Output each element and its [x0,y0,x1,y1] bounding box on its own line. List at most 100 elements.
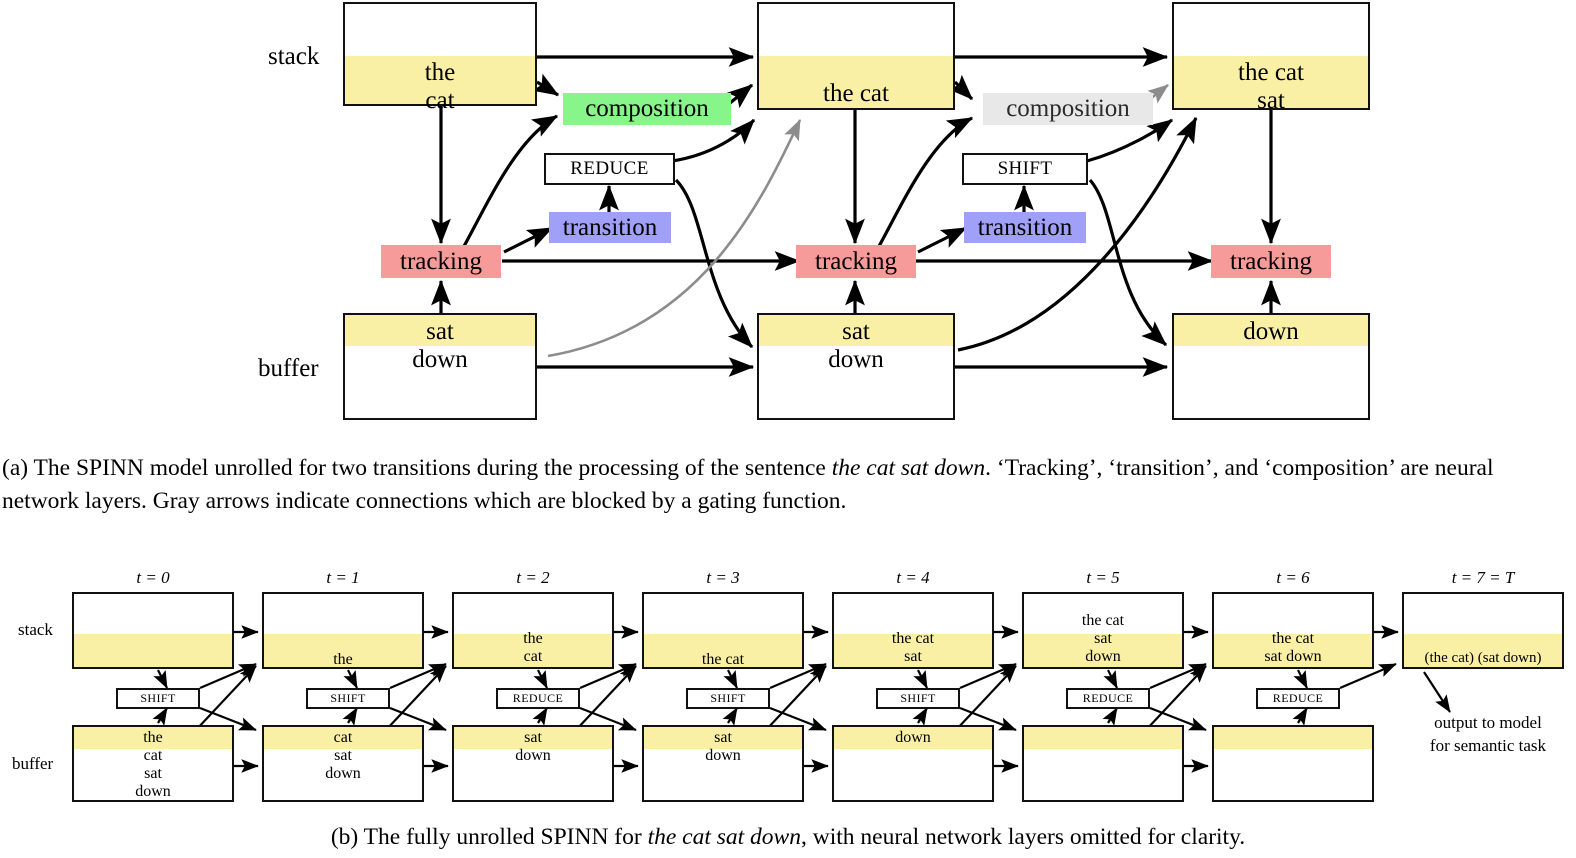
caption-b: (b) The fully unrolled SPINN for the cat… [0,824,1576,851]
op-box-reduce-1: REDUCE [544,153,675,185]
stack-box-t3: the cat [642,592,804,669]
buffer-box-t0-a: sat down [343,313,537,420]
op-box-t1: SHIFT [306,688,390,709]
buffer-band [1174,315,1368,346]
buffer-band [1214,727,1372,749]
buffer-row-label-a: buffer [258,355,319,382]
timestep-label-1: t = 1 [326,568,360,587]
caption-a-part1: (a) The SPINN model unrolled for two tra… [2,455,832,481]
op-box-t2: REDUCE [496,688,580,709]
stack-band [1214,634,1372,667]
output-note: output to model for semantic task [1400,712,1576,758]
stack-band [1024,634,1182,667]
buffer-contents-1: sat down [828,318,884,373]
timestep-label-0: t = 0 [136,568,170,587]
buffer-box-t1-a: sat down [757,313,955,420]
op-box-t0: SHIFT [116,688,200,709]
buffer-band [1024,727,1182,749]
stack-box-t0-a: the cat [343,2,537,114]
tracking-layer-3: tracking [1211,245,1331,278]
stack-box-t2-a: the cat sat [1172,2,1370,114]
buffer-band [834,727,992,749]
buffer-band [454,727,612,749]
op-box-t5: REDUCE [1066,688,1150,709]
stack-contents-7: (the cat) (sat down) [1424,650,1542,666]
stack-row-label-b: stack [18,620,53,639]
stack-band [644,634,802,667]
buffer-box-t4: down [832,725,994,802]
stack-band [74,634,232,667]
composition-layer-2-blocked: composition [983,93,1153,125]
op-box-t6: REDUCE [1256,688,1340,709]
buffer-band [644,727,802,749]
buffer-row-label-b: buffer [12,754,54,773]
stack-band [1174,56,1368,108]
buffer-band [759,315,953,346]
caption-a-part2: and ‘composition’ are neural network lay… [2,455,1494,515]
composition-layer-1: composition [563,93,731,125]
stack-box-t7: (the cat) (sat down) [1402,592,1564,669]
buffer-box-t5 [1022,725,1184,802]
caption-a-sentence: the cat sat down [831,455,986,481]
timestep-label-3: t = 3 [706,568,740,587]
buffer-contents-0: sat down [412,318,468,373]
output-note-line1: output to model [1434,713,1542,732]
caption-b-sentence: the cat sat down [647,824,801,850]
stack-box-t1: the [262,592,424,669]
stack-contents-above-5: the cat [1081,612,1125,629]
op-box-t4: SHIFT [876,688,960,709]
buffer-box-t2-a: down [1172,313,1370,420]
tracking-layer-1: tracking [381,245,501,278]
op-box-t3: SHIFT [686,688,770,709]
stack-band [834,634,992,667]
output-note-line2: for semantic task [1429,735,1547,755]
stack-contents-1: the cat [823,80,889,107]
stack-row-label-a: stack [268,43,320,70]
stack-band [759,56,953,108]
caption-b-post: , with neural network layers omitted for… [801,824,1246,850]
timestep-label-7: t = 7 = T [1451,568,1515,587]
timestep-label-5: t = 5 [1086,568,1120,587]
op-box-shift-2: SHIFT [962,153,1088,185]
caption-a: (a) The SPINN model unrolled for two tra… [2,452,1574,519]
buffer-band [264,727,422,749]
buffer-band [74,727,232,749]
buffer-contents-4: down [895,729,931,746]
timestep-label-6: t = 6 [1276,568,1310,587]
tracking-layer-2: tracking [796,245,916,278]
transition-layer-1: transition [549,212,671,243]
stack-band [1404,634,1562,667]
blocked-arrow-1 [547,119,802,358]
caption-a-part1b: . ‘Tracking’, ‘transition’, [985,455,1219,481]
stack-band [345,56,535,104]
transition-layer-2: transition [964,212,1086,243]
buffer-band [345,315,535,346]
buffer-contents-2: down [1243,318,1299,345]
stack-box-t1-a: the cat [757,2,955,110]
stack-contents-3: the cat [701,651,745,668]
stack-contents-1: the [333,651,353,668]
stack-band [264,634,422,667]
buffer-box-t6 [1212,725,1374,802]
timestep-label-2: t = 2 [516,568,550,587]
stack-contents-0: the cat [424,59,456,114]
stack-band [454,634,612,667]
